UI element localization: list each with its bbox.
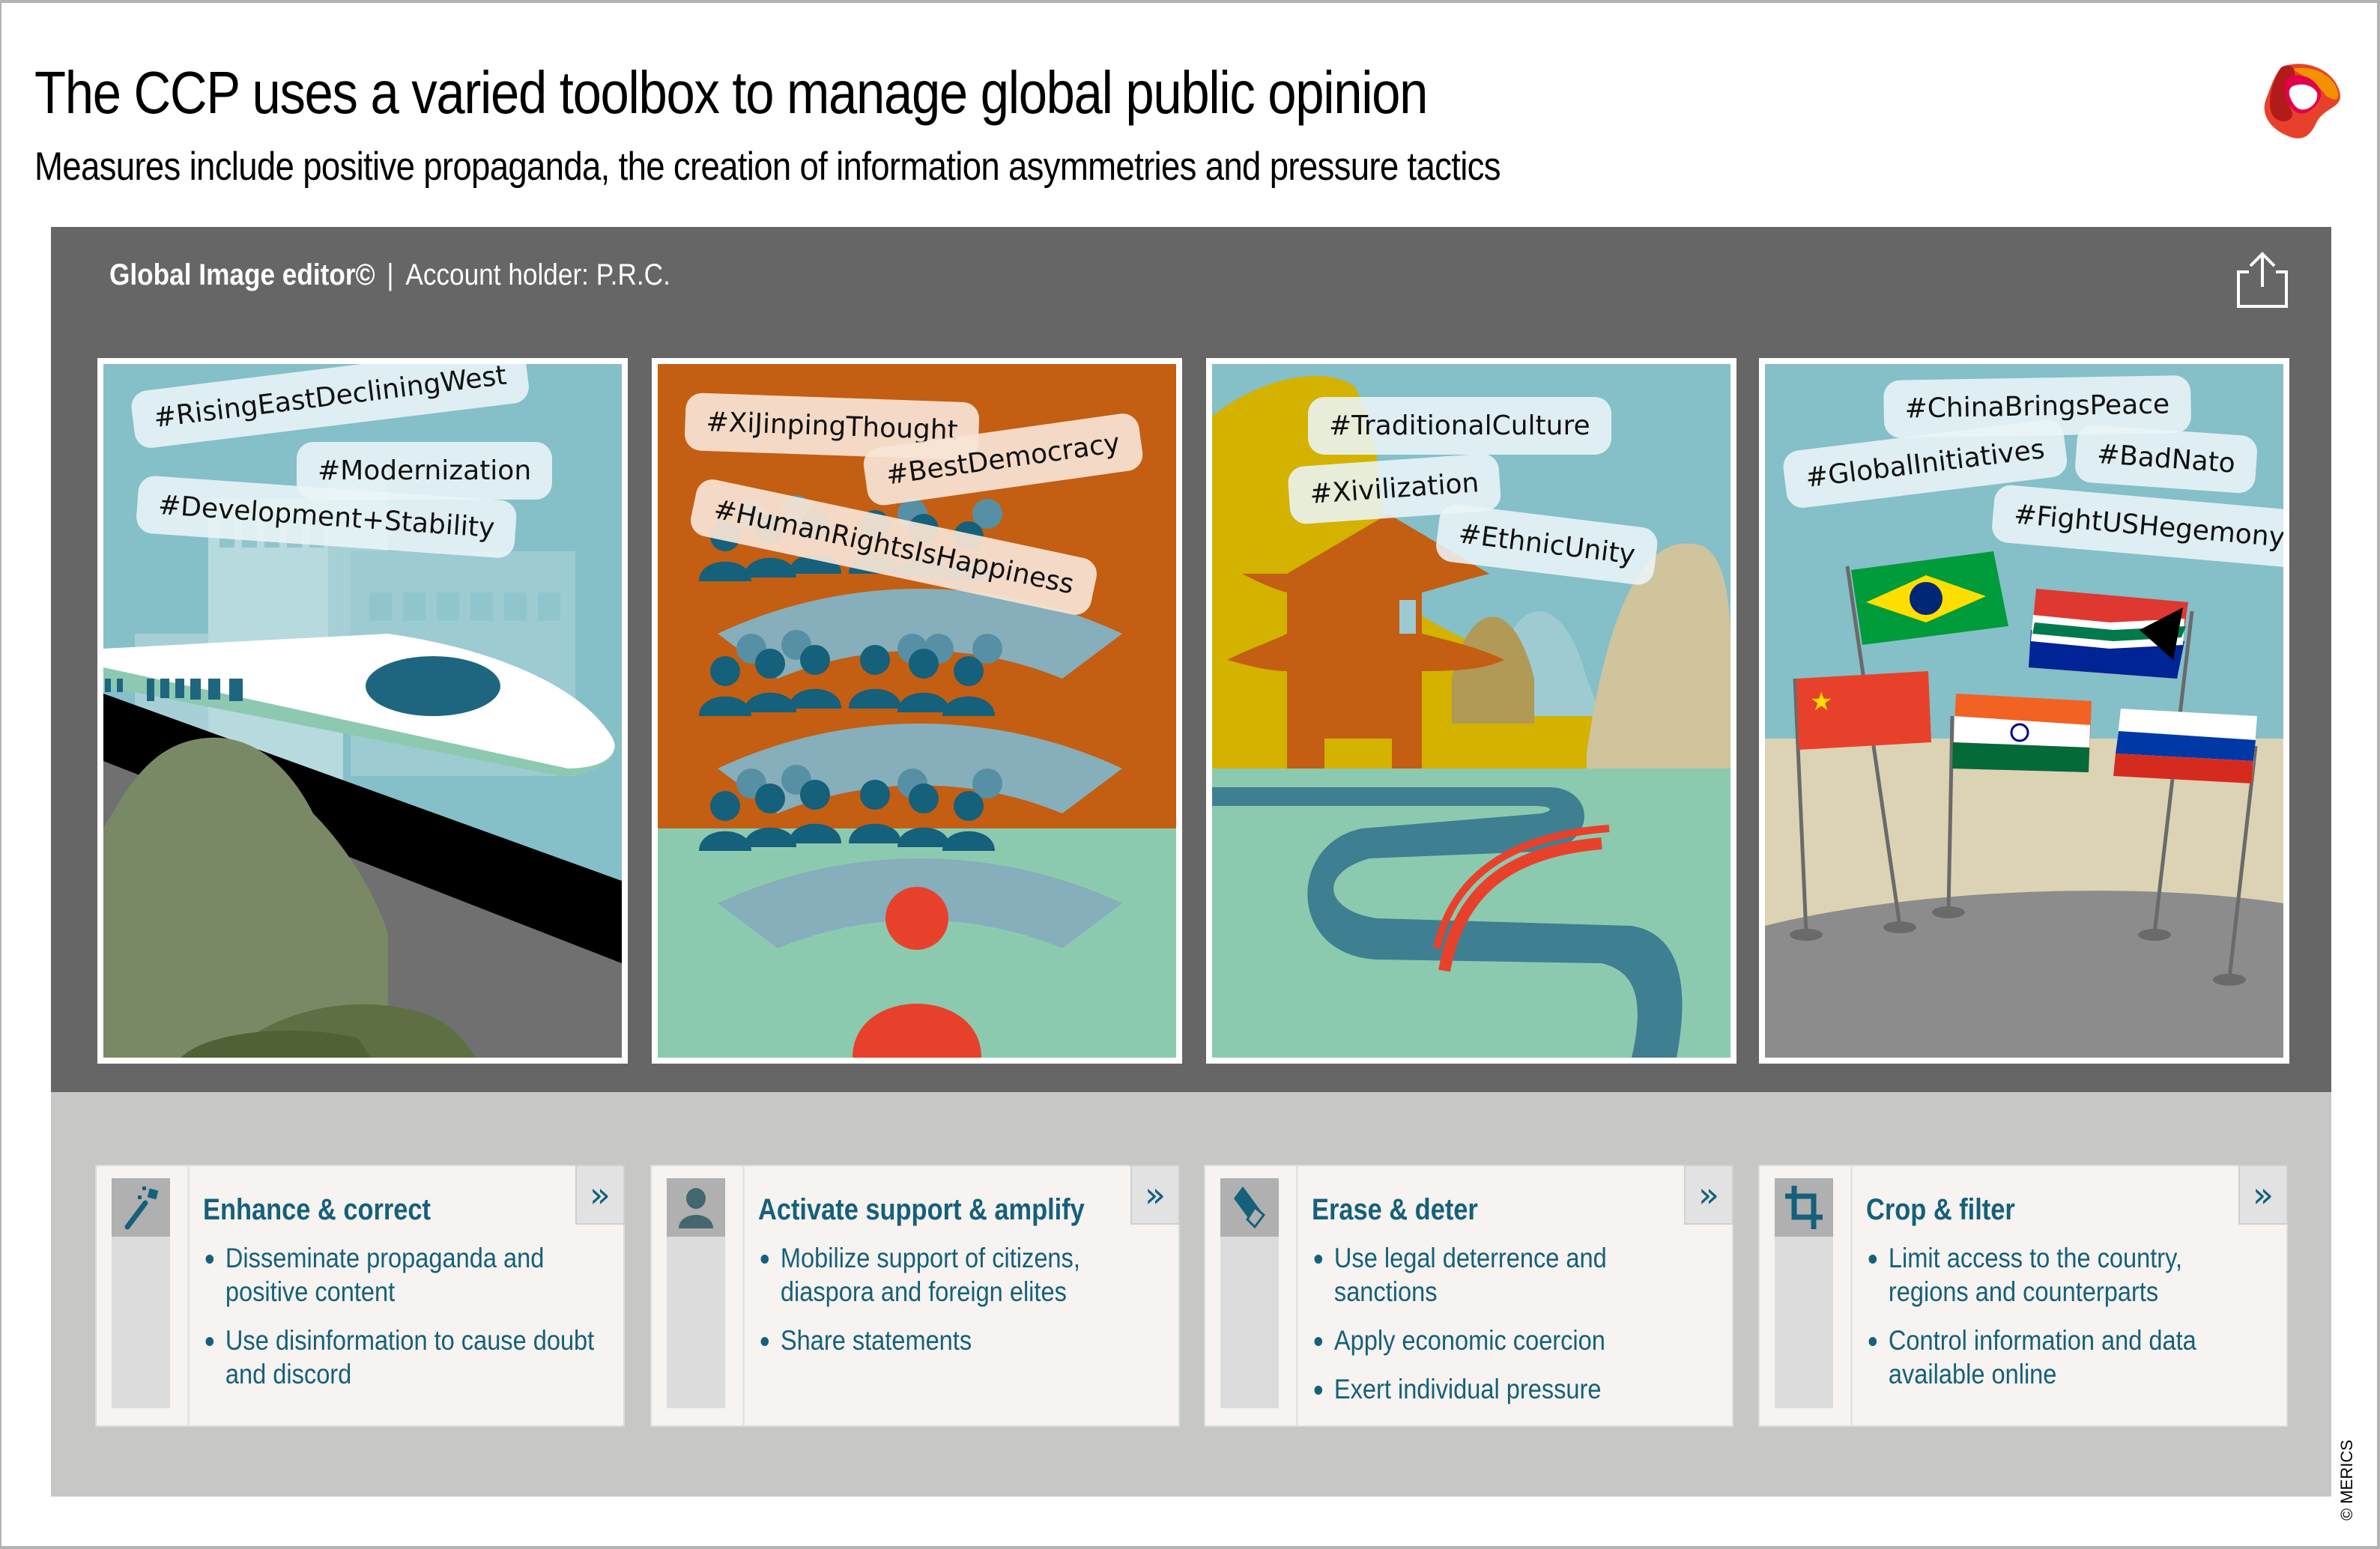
magic-wand-icon (124, 1186, 159, 1230)
tool-title: Enhance & correct (203, 1193, 431, 1226)
page-title: The CCP uses a varied toolbox to manage … (34, 59, 1428, 126)
audience-scene: #XiJinpingThought #BestDemocracy #HumanR… (658, 364, 1176, 1058)
bullet: Control information and data available o… (1866, 1324, 2262, 1391)
page-subtitle: Measures include positive propaganda, th… (34, 145, 1501, 189)
hashtag: #TraditionalCulture (1308, 397, 1611, 455)
bullet: Disseminate propaganda and positive cont… (203, 1241, 599, 1309)
tool-enhance-correct[interactable]: » Enhance & correct Disseminate propagan… (95, 1165, 625, 1427)
svg-text:★: ★ (1810, 687, 1832, 717)
tool-bullets: Limit access to the country, regions and… (1866, 1241, 2316, 1406)
tool-icon-column (1220, 1178, 1279, 1408)
tool-crop-filter[interactable]: » Crop & filter Limit access to the coun… (1758, 1165, 2288, 1427)
crop-icon (1785, 1186, 1823, 1229)
tool-icon-column (112, 1178, 170, 1408)
tools-panel: » Enhance & correct Disseminate propagan… (51, 1092, 2331, 1497)
bullet: Use disinformation to cause doubt and di… (203, 1324, 599, 1391)
account-holder: Account holder: P.R.C. (405, 258, 670, 291)
tool-icon-column (1775, 1178, 1833, 1408)
eraser-icon (1234, 1186, 1266, 1229)
tool-title: Activate support & amplify (758, 1193, 1085, 1226)
tool-title: Crop & filter (1866, 1193, 2015, 1226)
image-editor-panel: Global Image editor© | Account holder: P.R… (51, 227, 2331, 1092)
expand-button[interactable]: » (575, 1165, 625, 1225)
bullet: Use legal deterrence and sanctions (1312, 1241, 1707, 1309)
tool-title: Erase & deter (1312, 1193, 1478, 1226)
header-separator: | (387, 258, 394, 291)
expand-button[interactable]: » (1130, 1165, 1180, 1225)
image-card-train[interactable]: #RisingEastDecliningWest #Modernization … (97, 358, 628, 1064)
tool-icon-column (667, 1178, 725, 1408)
copyright-credit: © MERICS (2337, 1440, 2356, 1521)
image-card-flags[interactable]: ★ #ChinaBringsPeace #GlobalInitiatives #… (1759, 358, 2289, 1064)
image-card-audience[interactable]: #XiJinpingThought #BestDemocracy #HumanR… (652, 358, 1182, 1064)
share-icon[interactable] (2235, 249, 2289, 309)
tool-bullets: Mobilize support of citizens, diaspora a… (758, 1241, 1208, 1372)
bullet: Mobilize support of citizens, diaspora a… (758, 1241, 1154, 1309)
editor-header: Global Image editor© | Account holder: P.R… (109, 258, 670, 292)
app-name: Global Image editor© (109, 258, 375, 291)
merics-logo (2264, 64, 2340, 139)
person-icon (679, 1188, 713, 1228)
image-card-pagoda[interactable]: #TraditionalCulture #Xivilization #Ethni… (1206, 358, 1736, 1064)
expand-button[interactable]: » (1684, 1165, 1733, 1225)
bullet: Limit access to the country, regions and… (1866, 1241, 2262, 1309)
tool-erase-deter[interactable]: » Erase & deter Use legal deterrence and… (1204, 1165, 1733, 1427)
tool-bullets: Disseminate propaganda and positive cont… (203, 1241, 652, 1406)
tool-activate-support[interactable]: » Activate support & amplify Mobilize su… (650, 1165, 1180, 1427)
bullet: Exert individual pressure (1312, 1372, 1707, 1406)
train-scene: #RisingEastDecliningWest #Modernization … (103, 364, 622, 1058)
bullet: Apply economic coercion (1312, 1324, 1707, 1357)
bullet: Share statements (758, 1324, 1154, 1357)
flags-scene: ★ #ChinaBringsPeace #GlobalInitiatives #… (1765, 364, 2283, 1058)
pagoda-scene: #TraditionalCulture #Xivilization #Ethni… (1212, 364, 1731, 1058)
expand-button[interactable]: » (2238, 1165, 2288, 1225)
tool-bullets: Use legal deterrence and sanctions Apply… (1312, 1241, 1761, 1421)
